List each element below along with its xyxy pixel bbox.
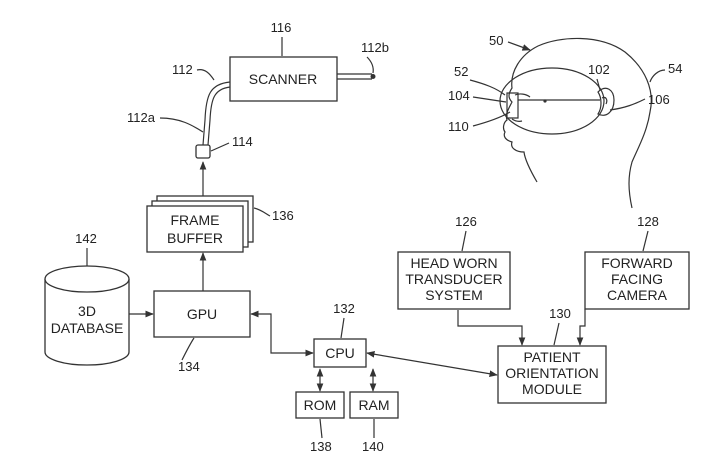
camera-label-1: FORWARD: [601, 255, 673, 271]
rom-box: [295, 391, 345, 419]
ref-142: 142: [75, 231, 97, 246]
optical-fiber: [202, 81, 231, 146]
camera-label-2: FACING: [611, 271, 663, 287]
patient-head-illustration: [499, 37, 652, 209]
ref-102: 102: [588, 62, 610, 77]
camera-label-3: CAMERA: [607, 287, 668, 303]
ref-112: 112: [172, 62, 193, 77]
scanner-fiber-out: [337, 73, 372, 80]
ref-140: 140: [362, 439, 384, 454]
fiber-connector: [195, 144, 211, 159]
ref-132: 132: [333, 301, 355, 316]
ref-130: 130: [549, 306, 571, 321]
camera-to-orientation: [576, 309, 586, 346]
leader-50: [507, 41, 531, 51]
ref-126: 126: [455, 214, 477, 229]
cpu-box: [313, 338, 367, 368]
leader-114: [210, 142, 230, 152]
gpu-box: [153, 290, 251, 338]
ref-110: 110: [448, 119, 469, 134]
frame-buffer-label-2: BUFFER: [167, 230, 223, 246]
database-top: [44, 265, 130, 293]
ref-104: 104: [448, 88, 470, 103]
database-cylinder: [44, 279, 130, 366]
ref-138: 138: [310, 439, 332, 454]
orientation-label-3: MODULE: [522, 381, 582, 397]
head-worn-label-2: TRANSDUCER: [405, 271, 502, 287]
ref-112a: 112a: [127, 110, 156, 125]
leader-138: [319, 418, 323, 439]
orientation-label-1: PATIENT: [523, 349, 580, 365]
database-label-1: 3D: [78, 303, 96, 319]
scanner-label: SCANNER: [249, 71, 317, 87]
head-worn-label-1: HEAD WORN: [410, 255, 497, 271]
head-worn-transducer-box: [397, 251, 511, 310]
transducer-to-orientation: [457, 310, 526, 346]
fiber-tip: [370, 74, 376, 79]
ref-112b: 112b: [361, 40, 389, 55]
leader-136: [253, 207, 271, 217]
leader-132: [340, 317, 345, 339]
head-worn-label-3: SYSTEM: [425, 287, 483, 303]
ref-114: 114: [232, 134, 253, 149]
gpu-cpu-link: [250, 310, 314, 357]
leader-106: [609, 98, 646, 111]
leader-130: [553, 322, 560, 346]
ram-label: RAM: [358, 397, 389, 413]
ref-128: 128: [637, 214, 659, 229]
scanner-box: [229, 56, 338, 102]
rom-label: ROM: [304, 397, 337, 413]
database-label-2: DATABASE: [51, 320, 124, 336]
ram-box: [349, 391, 399, 419]
patient-orientation-module-box: [497, 345, 607, 404]
leader-110: [472, 111, 511, 127]
leader-102: [596, 78, 601, 91]
ref-134: 134: [178, 359, 200, 374]
ref-136: 136: [272, 208, 294, 223]
leader-112b: [366, 56, 374, 74]
ref-52: 52: [454, 64, 468, 79]
ref-106: 106: [648, 92, 670, 107]
ref-54: 54: [668, 61, 682, 76]
leader-112: [196, 69, 215, 81]
frame-buffer-label-1: FRAME: [171, 212, 220, 228]
leader-134: [181, 337, 195, 361]
forward-camera-box: [584, 251, 690, 310]
ref-50: 50: [489, 33, 503, 48]
leader-126: [461, 230, 467, 252]
leader-112a: [159, 117, 204, 133]
leader-104: [472, 96, 507, 103]
gpu-label: GPU: [187, 306, 217, 322]
orientation-label-2: ORIENTATION: [505, 365, 599, 381]
cpu-label: CPU: [325, 345, 355, 361]
frame-buffer-box: [146, 205, 244, 253]
leader-52: [469, 79, 506, 96]
ref-116: 116: [271, 20, 292, 35]
leader-54: [649, 69, 666, 83]
leader-128: [642, 230, 649, 252]
cpu-orientation-link: [366, 350, 498, 378]
